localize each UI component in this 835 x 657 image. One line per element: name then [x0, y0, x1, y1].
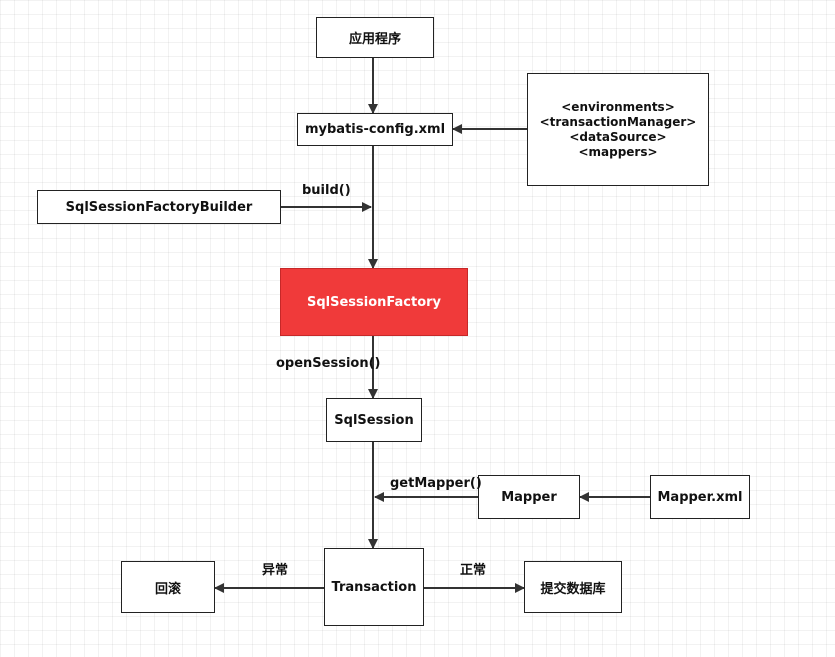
config-item-data-source: <dataSource>	[569, 129, 667, 144]
config-item-transaction-manager: <transactionManager>	[539, 114, 697, 129]
transaction-node: Transaction	[324, 548, 424, 626]
edge-label-error: 异常	[262, 563, 289, 578]
config-item-mappers: <mappers>	[578, 144, 658, 159]
factory-node: SqlSessionFactory	[280, 268, 468, 336]
app-node: 应用程序	[316, 17, 434, 58]
config-items-node: <environments> <transactionManager> <dat…	[527, 73, 709, 186]
edge-label-open-session: openSession()	[276, 356, 381, 371]
mapper-xml-node: Mapper.xml	[650, 475, 750, 519]
builder-node: SqlSessionFactoryBuilder	[37, 190, 281, 224]
config-node: mybatis-config.xml	[297, 113, 453, 146]
config-item-environments: <environments>	[561, 99, 675, 114]
edge-label-get-mapper: getMapper()	[390, 476, 482, 491]
edge-label-normal: 正常	[460, 563, 487, 578]
commit-node: 提交数据库	[524, 561, 622, 613]
mapper-node: Mapper	[478, 475, 580, 519]
session-node: SqlSession	[326, 398, 422, 442]
rollback-node: 回滚	[121, 561, 215, 613]
edge-label-build: build()	[302, 183, 351, 198]
